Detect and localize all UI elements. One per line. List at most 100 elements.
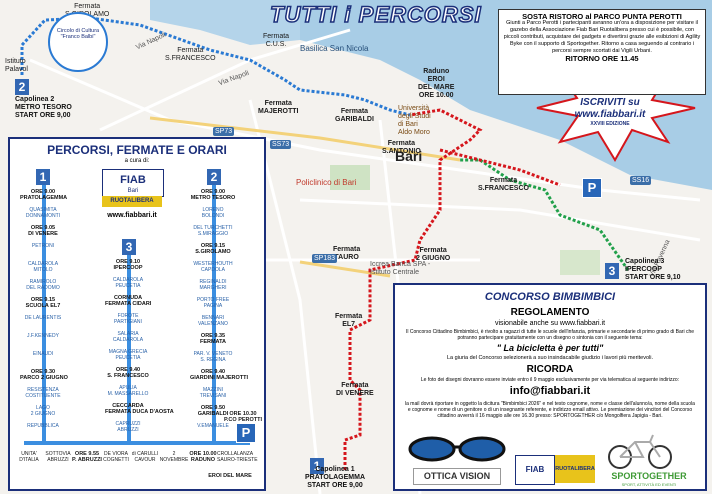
sponsor-ottica-vision: OTTICA VISION — [413, 468, 501, 485]
contest-deadline: Le foto dei disegni dovranno essere invi… — [420, 377, 680, 383]
page-title: TUTTI i PERCORSI — [269, 1, 482, 28]
final-stop-label: ORE 10.00 RADUNO — [189, 451, 217, 463]
label-fermata-garibaldi: Fermata GARIBALDI — [335, 108, 374, 123]
contest-instructions: la mail dovrà riportare in oggetto la di… — [405, 401, 695, 419]
parking-marker[interactable]: P — [582, 178, 602, 198]
stop-label: ORE 9.15 SCUOLA EL7 — [25, 297, 61, 309]
stop-label: FOROTE PARTIGIANI — [114, 313, 142, 325]
bicycle-image — [605, 430, 675, 470]
stop-label: ORE 9.15 S.GIROLAMO — [195, 243, 231, 255]
rest-stop-body: Giunti a Parco Perotti i partecipanti av… — [503, 20, 701, 54]
stop-label: J.F.KENNEDY — [27, 333, 59, 339]
stop-label: APULIA M. MASSARELLO — [107, 385, 149, 397]
return-time: RITORNO ORE 11.45 — [565, 54, 639, 63]
contest-ricorda: RICORDA — [526, 364, 574, 375]
label-fermata-cus: Fermata C.U.S. — [263, 33, 290, 48]
label-fermata-tauro: Fermata TAURO — [333, 246, 361, 261]
rest-stop-heading: SOSTA RISTORO al PARCO PUNTA PEROTTI — [522, 12, 682, 21]
stop-label: CORNUDA FERMATA CIDARI — [105, 295, 152, 307]
port-area — [150, 0, 300, 45]
label-iccrea: Iccrea Banca SPA - Istituto Centrale — [370, 261, 431, 276]
promo-edition: XXVIII EDIZIONE — [590, 121, 630, 127]
stop-label: SALARIA CALDAROLA — [112, 331, 144, 343]
circolo-logo: Circolo di Cultura "Franco Balbi" — [48, 12, 108, 72]
contest-box: CONCORSO BIMBIMBICI REGOLAMENTO visionab… — [393, 283, 707, 491]
stop-label: LAGO 2 GIUGNO — [30, 405, 56, 417]
road-ss16: SS16 — [630, 176, 652, 185]
ruotalibera-logo: RUOTALIBERA — [102, 196, 162, 207]
fiab-logo-city: Bari — [127, 188, 139, 194]
glasses-image — [407, 435, 507, 463]
route-3-bar — [127, 243, 131, 443]
stop-label: V.EMANUELE — [197, 423, 229, 429]
final-stop-label: di CARULLI CAVOUR — [131, 451, 159, 463]
final-stop-label: CROLLALANZA SAURO-TRIESTE — [217, 451, 258, 463]
stop-label: RAMIROLO DEL RADOMO — [26, 279, 60, 291]
marker-3[interactable]: 3 — [605, 263, 619, 279]
stop-label: MAZZINI TREVISANI — [199, 387, 227, 399]
routes-panel: PERCORSI, FERMATE E ORARI 1 2 3 P a cura… — [8, 137, 266, 491]
label-universita: Università degli Studi di Bari Aldo Moro — [398, 105, 431, 136]
stop-eroi: EROI DEL MARE — [208, 473, 252, 479]
promo-site-link[interactable]: www.fiabbari.it — [574, 109, 646, 120]
final-stop-label: ORE 9.55 P. ABRUZZI — [72, 451, 102, 463]
stop-label: CALDAROLA MITOLO — [27, 261, 59, 273]
contest-jury: La giuria del Concorso selezionerà a suo… — [446, 355, 654, 361]
promo-line1: ISCRIVITI su — [580, 97, 640, 108]
final-stop-label: UNITA' D'ITALIA — [19, 451, 39, 463]
stop-label: ORE 9.10 IPERCOOP — [113, 259, 143, 271]
stop-label: ORE 9.35 FERMATA — [199, 333, 227, 345]
label-capolinea-1: Capolinea 1 PRATOLAGEMMA START ORE 9,00 — [305, 466, 366, 489]
marker-2[interactable]: 2 — [15, 79, 29, 95]
label-bari: Bari — [395, 148, 423, 164]
stop-label: ORE 9.30 PARCO 2 GIUGNO — [20, 369, 68, 381]
stop-label: ORE 9.40 GIARDINI MAJEROTTI — [190, 369, 249, 381]
final-stop-label: 2 NOVEMBRE — [159, 451, 189, 463]
panel-marker-1: 1 — [36, 169, 50, 185]
contest-theme: " La bicicletta è per tutti" — [496, 343, 604, 353]
curated-by: a cura di: — [124, 158, 150, 164]
stop-label: EINAUDI — [32, 351, 54, 357]
panel-parking: P — [236, 423, 256, 443]
panel-marker-3: 3 — [122, 239, 136, 255]
sponsor-sportogether: SPORTOGETHER — [611, 471, 687, 481]
stop-label: ORE 9.00 PRATOLAGEMMA — [20, 189, 68, 201]
contest-email[interactable]: info@fiabbari.it — [509, 385, 591, 397]
fiab-logo: FIAB Bari — [102, 169, 164, 197]
stop-label: DEL TURCHETTI S.MIRAGGIO — [193, 225, 233, 237]
stop-label: PETRONI — [31, 243, 55, 249]
stop-label: ORE 9.00 METRO TESORO — [190, 189, 236, 201]
fiab-logo-text: FIAB — [120, 174, 146, 186]
promo-text: ISCRIVITI su www.fiabbari.it XXVIII EDIZ… — [560, 97, 660, 127]
panel-site-link[interactable]: www.fiabbari.it — [107, 212, 157, 219]
stop-label: ORE 9.40 S. FRANCESCO — [107, 367, 149, 379]
stop-label: CAPRUZZI ABRUZZI — [115, 421, 141, 433]
route-1-bar — [42, 175, 46, 443]
contest-regolamento: REGOLAMENTO — [510, 307, 590, 318]
label-istituto: Istituto Palavol — [5, 58, 28, 73]
label-fermata-majerotti: Fermata MAJEROTTI — [258, 100, 299, 115]
label-fermata-sfrancesco: Fermata S.FRANCESCO — [165, 47, 216, 62]
label-raduno: Raduno EROI DEL MARE ORE 10.00 — [418, 68, 455, 99]
rest-stop-box: SOSTA RISTORO al PARCO PUNTA PEROTTI Giu… — [498, 9, 706, 95]
stop-label: ORE 9.05 DI VENERE — [28, 225, 58, 237]
circolo-text: Circolo di Cultura "Franco Balbi" — [56, 28, 100, 40]
route-2-bar — [212, 175, 216, 443]
stop-label: ORE 9.50 GARIBALDI — [197, 405, 229, 417]
label-fermata-el7: Fermata EL7 — [335, 313, 363, 328]
label-fermata-santonio: Fermata S.ANTONIO — [382, 140, 421, 155]
stop-label: DE LAURENTIS — [24, 315, 62, 321]
route-3-line — [460, 158, 630, 271]
stop-label: CALDAROLA PEUCETIA — [112, 277, 144, 289]
sponsor-fiab: FIAB — [515, 455, 555, 485]
stop-label: RESISTENZA COSTITUENTE — [25, 387, 61, 399]
label-fermata-divenere: Fermata DI VENERE — [336, 382, 374, 397]
contest-visible: visionabile anche su www.fiabbari.it — [494, 320, 606, 327]
label-capolinea-2: Capolinea 2 METRO TESORO START ORE 9,00 — [15, 96, 72, 119]
marker-1[interactable]: 1 — [310, 458, 324, 474]
route-p-line — [439, 148, 561, 187]
route-bottom-bar — [24, 441, 250, 445]
label-basilica: Basilica San Nicola — [300, 44, 369, 53]
sponsor-ruotalibera: RUOTALIBERA — [555, 455, 595, 483]
stop-label: REPUBBLICA — [27, 423, 59, 429]
